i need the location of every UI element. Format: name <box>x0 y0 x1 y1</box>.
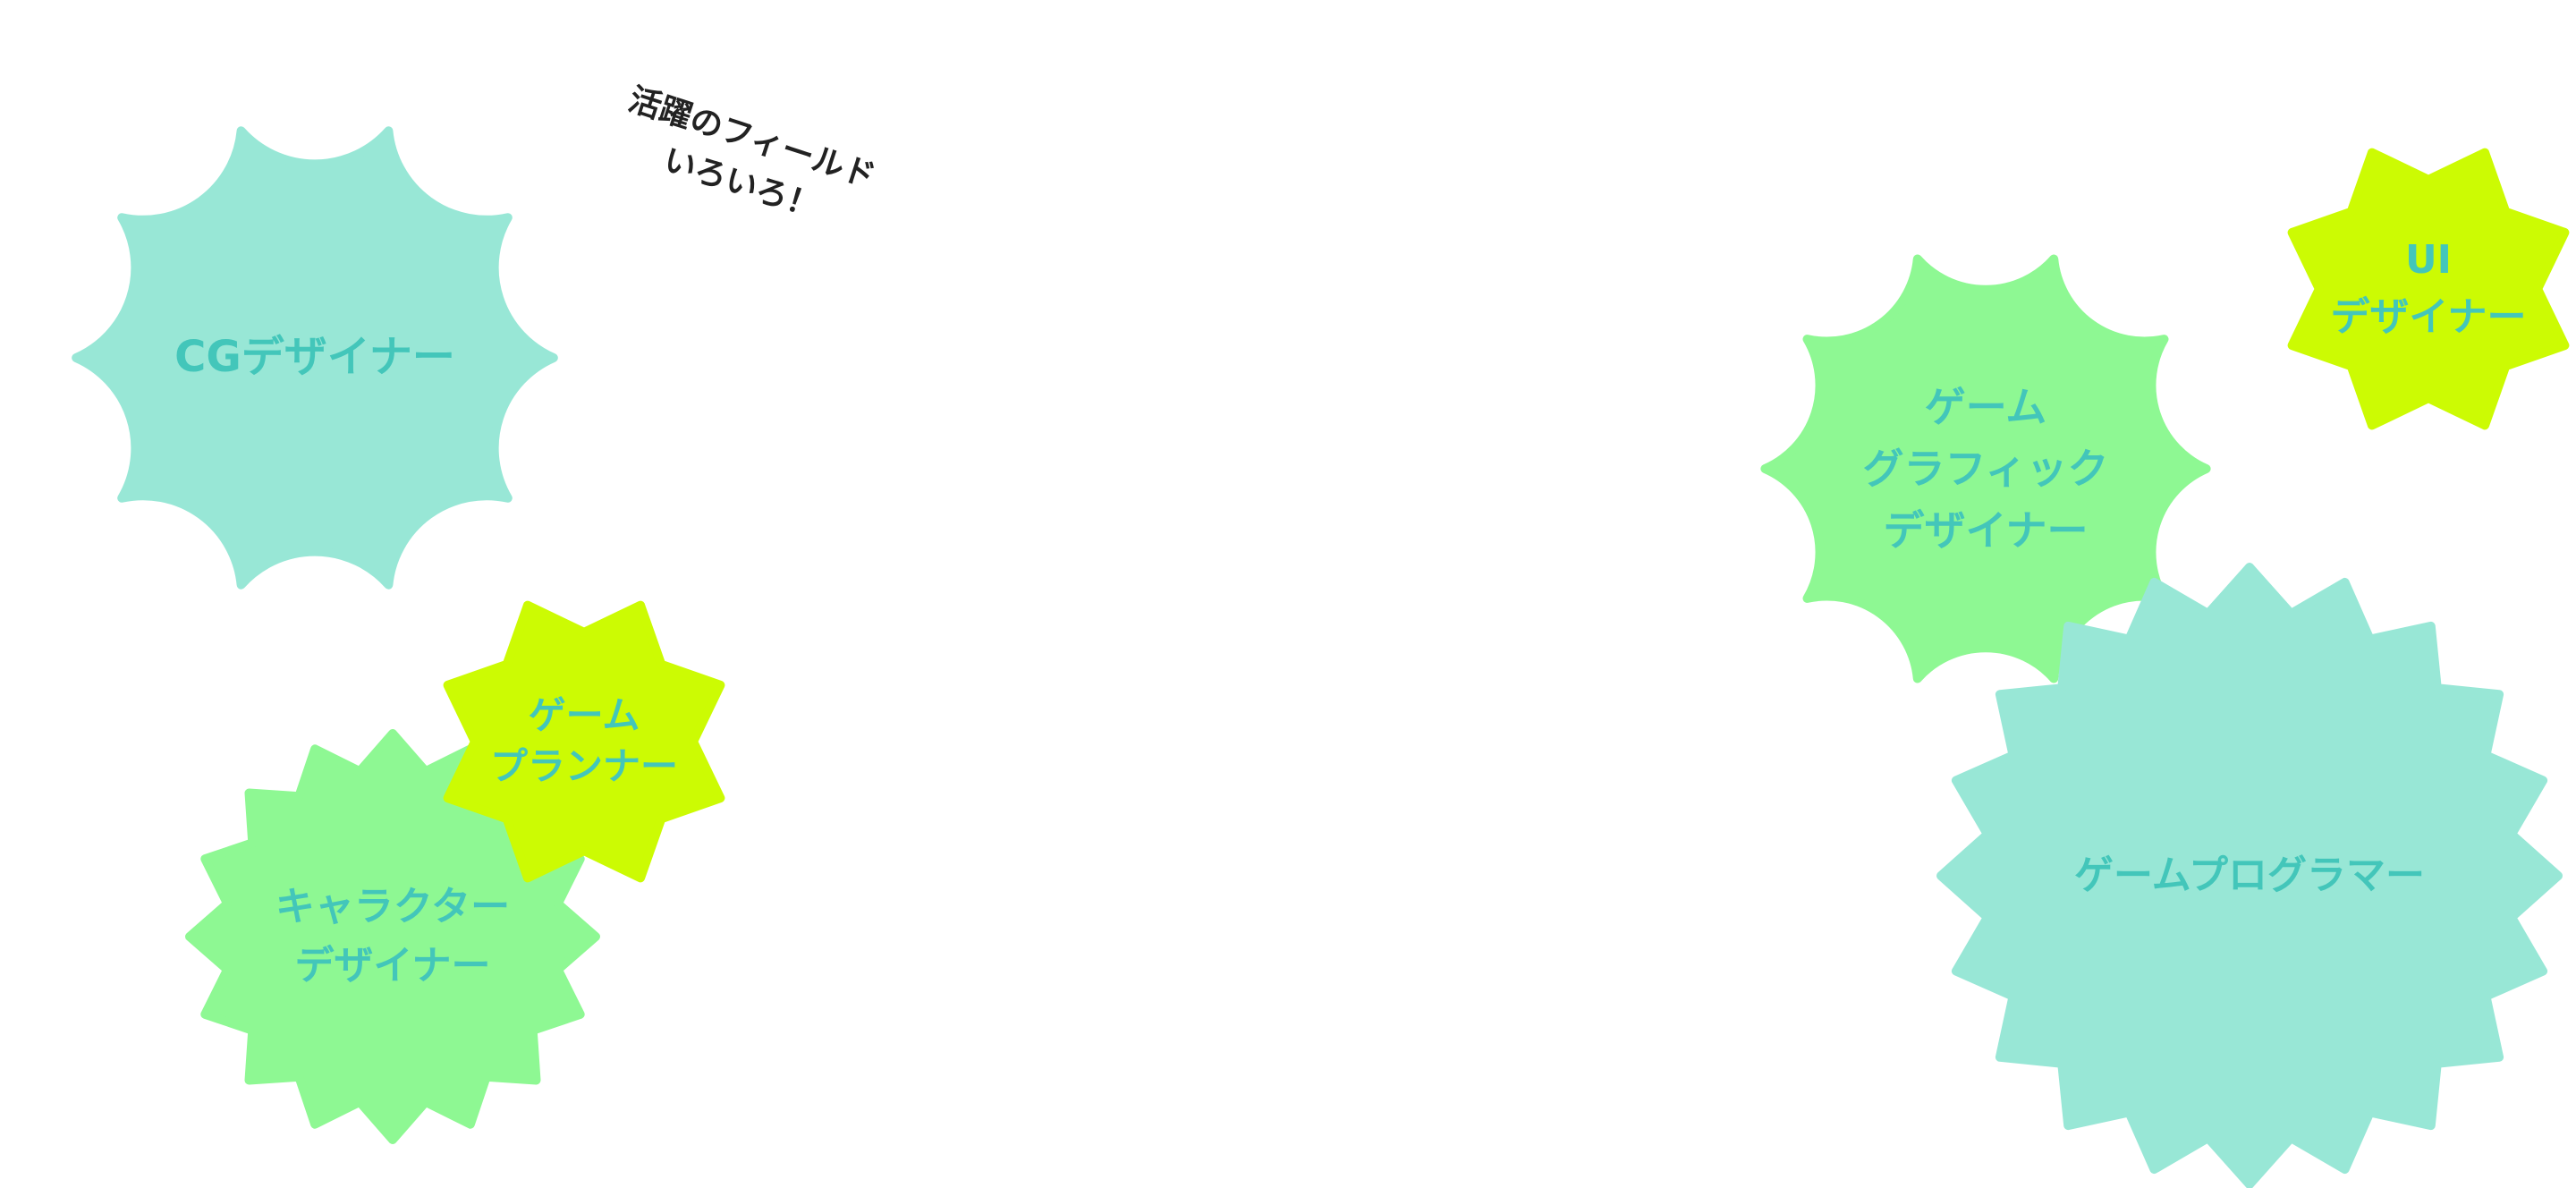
game-planner-label-line-1: ゲーム <box>528 693 640 738</box>
game-programmer-shape <box>1936 563 2563 1188</box>
game-programmer-badge: ゲームプログラマー <box>1936 563 2563 1188</box>
game-planner-badge: ゲーム プランナー <box>436 594 732 889</box>
game-graphic-designer-label-line-1: ゲーム <box>1924 382 2047 431</box>
game-planner-shape <box>443 600 725 883</box>
game-graphic-designer-shape <box>1760 254 2211 683</box>
cg-designer-label: CGデザイナー <box>174 332 455 383</box>
game-graphic-designer-label-line-2: グラフィック <box>1862 444 2109 493</box>
cg-designer-shape <box>72 126 558 590</box>
game-programmer-label: ゲームプログラマー <box>2073 853 2426 899</box>
game-planner-label-line-2: プランナー <box>489 744 678 788</box>
cg-designer-badge: CGデザイナー <box>55 98 574 617</box>
game-graphic-designer-badge: ゲーム グラフィック デザイナー <box>1746 229 2225 709</box>
character-designer-label-line-2: デザイナー <box>294 943 491 989</box>
ui-designer-shape <box>2287 148 2570 430</box>
ui-designer-label-line-1: UI <box>2404 237 2453 284</box>
ui-designer-label-line-2: デザイナー <box>2330 294 2527 340</box>
character-designer-label-line-1: キャラクター <box>275 884 511 929</box>
section-heading: 活躍のフィールド いろいろ！ <box>608 77 918 257</box>
game-graphic-designer-label-line-3: デザイナー <box>1883 505 2089 555</box>
ui-designer-badge: UI デザイナー <box>2281 141 2576 437</box>
